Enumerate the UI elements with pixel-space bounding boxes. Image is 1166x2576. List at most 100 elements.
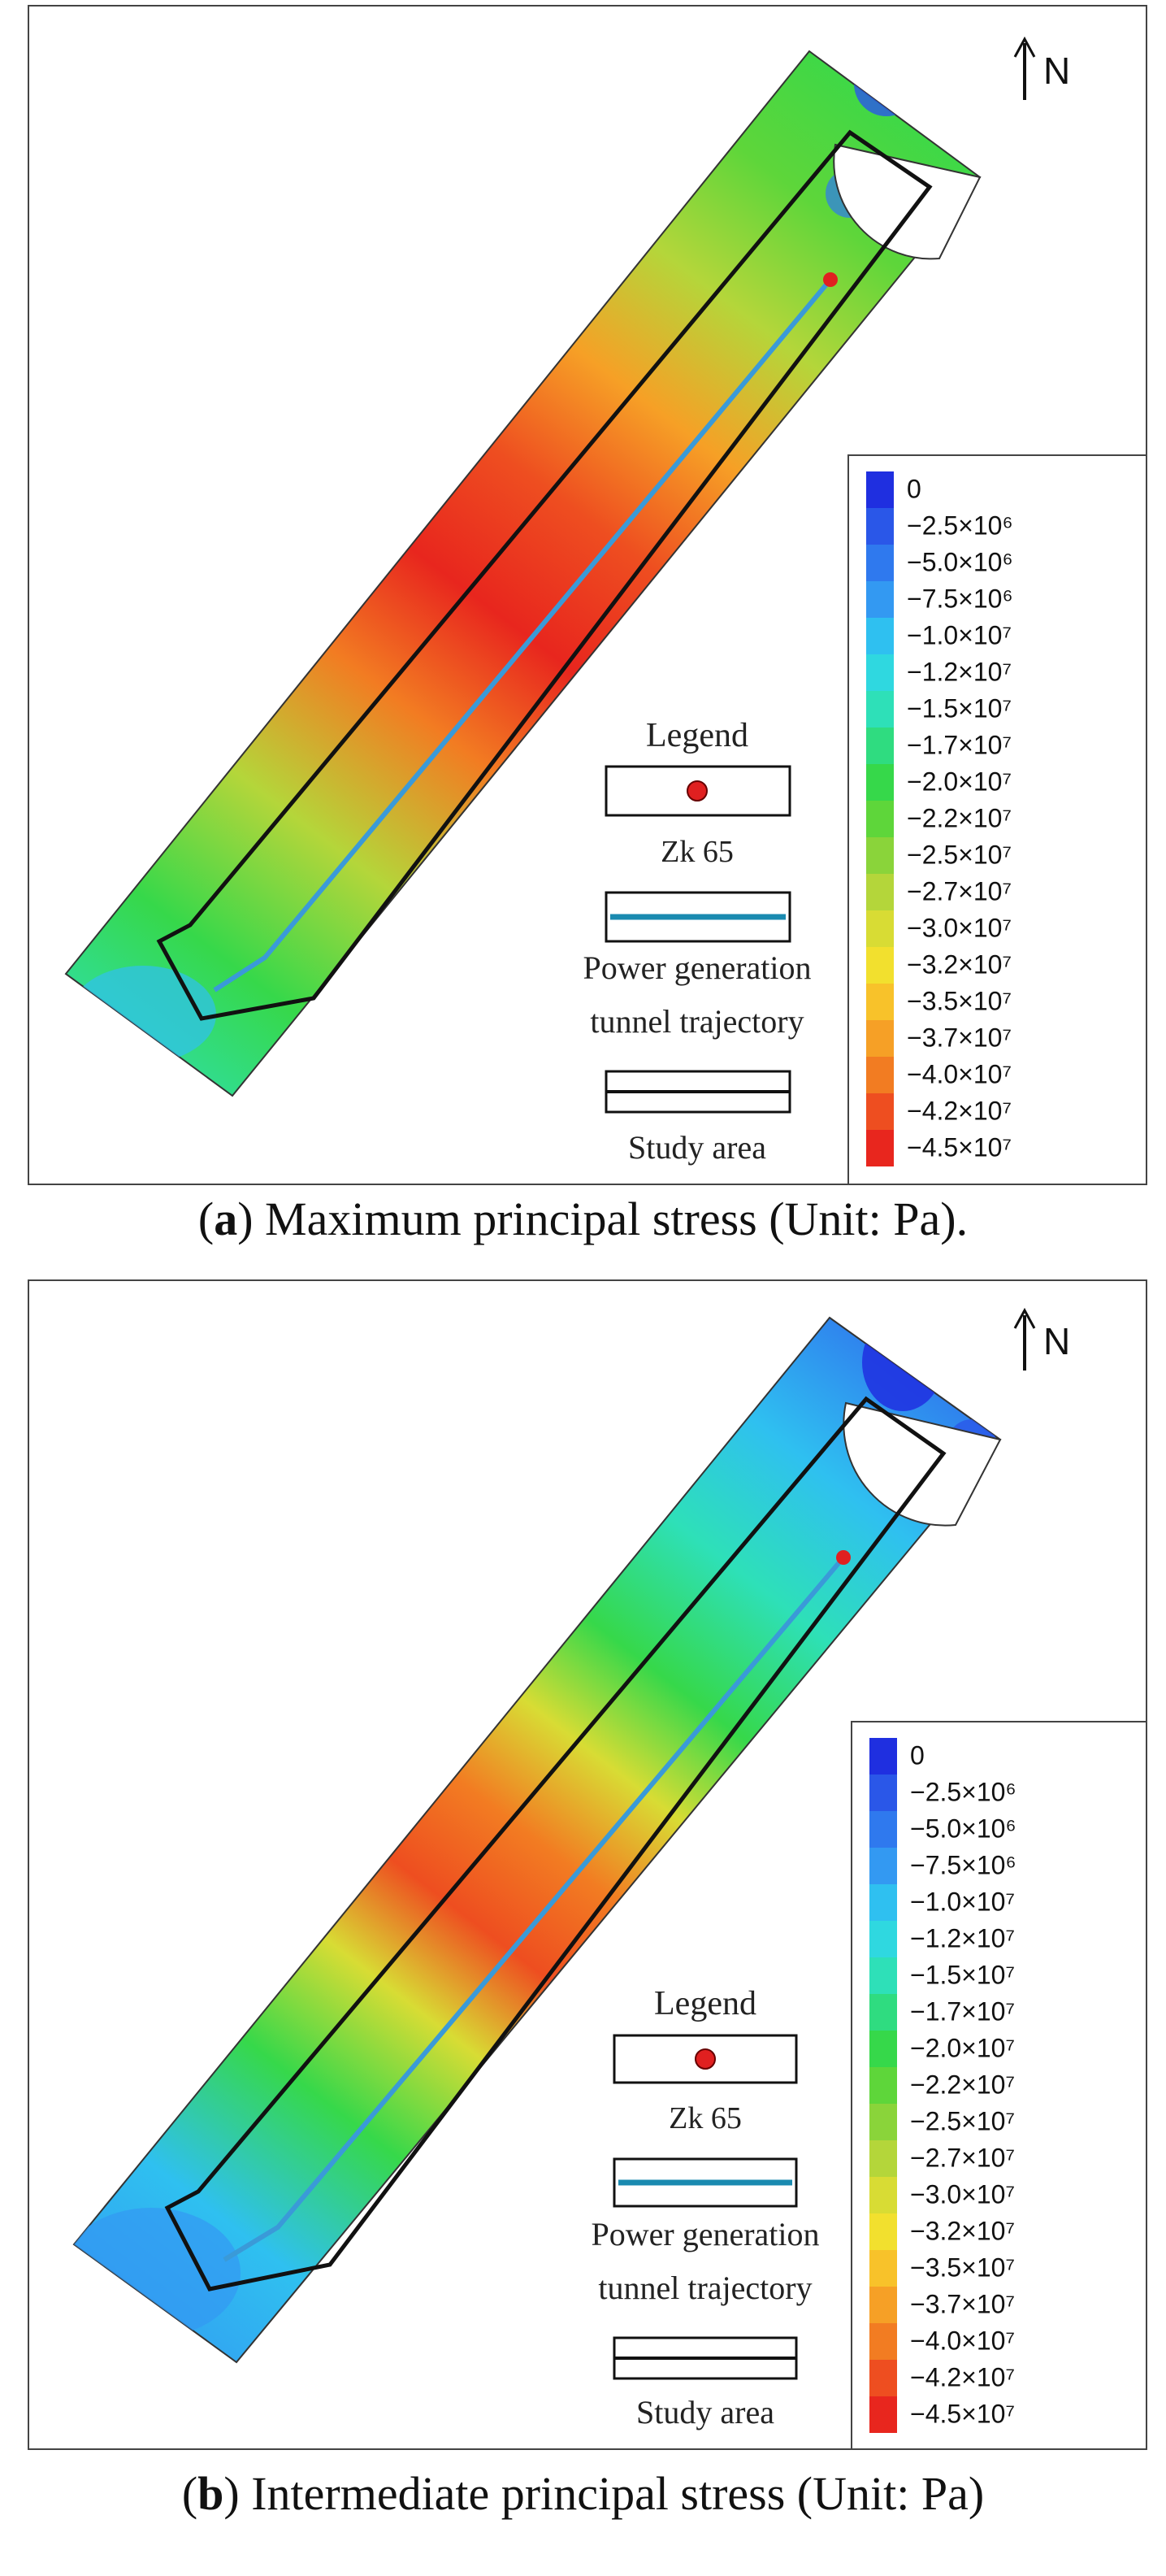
scale-label: −4.2×10⁷ — [910, 2362, 1015, 2391]
scale-swatch — [866, 764, 894, 801]
legend-label-zk65-b: Zk 65 — [669, 2101, 742, 2135]
scale-swatch — [869, 2177, 897, 2213]
scale-label: −7.5×10⁶ — [907, 584, 1013, 613]
scale-label: −2.7×10⁷ — [907, 876, 1012, 906]
scale-label: −2.0×10⁷ — [907, 767, 1012, 796]
scale-label: −1.2×10⁷ — [910, 1923, 1015, 1953]
stress-contour-figure-a: N Legend Zk 65 Power generation tunnel t… — [64, 36, 1146, 1184]
excavation-cavity-a — [833, 143, 982, 260]
scale-swatch — [866, 1057, 894, 1093]
scale-label: −2.5×10⁷ — [907, 840, 1012, 869]
scale-swatch — [869, 1957, 897, 1994]
scale-label: −3.5×10⁷ — [907, 986, 1012, 1015]
scale-swatch — [866, 874, 894, 910]
model-domain-a — [64, 50, 982, 1097]
study-area-outline-a — [156, 129, 933, 1021]
scale-swatch — [866, 654, 894, 691]
panel-a-max-principal-stress: N Legend Zk 65 Power generation tunnel t… — [28, 5, 1147, 1185]
scale-swatch — [869, 2250, 897, 2287]
scale-label: −3.0×10⁷ — [907, 913, 1012, 942]
scale-swatch — [866, 947, 894, 984]
legend-title-b: Legend — [654, 1985, 756, 2022]
scale-swatch — [869, 1994, 897, 2031]
north-arrow-a — [1013, 36, 1036, 100]
scale-label: −1.5×10⁷ — [907, 693, 1012, 723]
scale-label: −2.5×10⁷ — [910, 2106, 1015, 2135]
scale-swatch — [869, 2323, 897, 2360]
scale-label: −2.2×10⁷ — [907, 803, 1012, 832]
scale-swatch — [869, 2396, 897, 2433]
color-scale-a: 0−2.5×10⁶−5.0×10⁶−7.5×10⁶−1.0×10⁷−1.2×10… — [866, 471, 1013, 1166]
scale-label: −2.5×10⁶ — [907, 510, 1013, 540]
scale-swatch — [866, 581, 894, 618]
scale-label: 0 — [907, 474, 921, 503]
scale-swatch — [866, 618, 894, 654]
model-domain-b — [72, 1316, 1002, 2364]
scale-swatch — [869, 2140, 897, 2177]
scale-label: −2.5×10⁶ — [910, 1777, 1016, 1806]
scale-swatch — [869, 2031, 897, 2067]
scale-label: −1.0×10⁷ — [910, 1887, 1015, 1916]
scale-swatch — [869, 1775, 897, 1811]
scale-swatch — [869, 2067, 897, 2104]
scale-label: −3.2×10⁷ — [910, 2216, 1015, 2245]
scale-label: −3.5×10⁷ — [910, 2252, 1015, 2282]
scale-swatch — [869, 1738, 897, 1775]
excavation-cavity-b — [843, 1401, 1002, 1527]
scale-label: 0 — [910, 1740, 925, 1770]
scale-label: −3.7×10⁷ — [907, 1023, 1012, 1052]
legend-label-trajectory-1-a: Power generation — [583, 949, 811, 986]
scale-label: −1.7×10⁷ — [907, 730, 1012, 759]
scale-label: −2.7×10⁷ — [910, 2143, 1015, 2172]
study-area-outline-b — [164, 1396, 947, 2291]
scale-swatch — [869, 1884, 897, 1921]
north-label-a: N — [1043, 50, 1070, 92]
tunnel-trajectory-line-a — [213, 278, 833, 993]
legend-label-trajectory-2-b: tunnel trajectory — [598, 2270, 812, 2306]
scale-label: −4.2×10⁷ — [907, 1096, 1012, 1125]
scale-label: −4.5×10⁷ — [910, 2399, 1015, 2428]
scale-label: −1.7×10⁷ — [910, 1996, 1015, 2026]
scale-swatch — [866, 728, 894, 764]
scale-swatch — [866, 471, 894, 508]
scale-swatch — [866, 1020, 894, 1057]
caption-letter-a: a — [214, 1192, 238, 1245]
scale-swatch — [869, 1811, 897, 1848]
tunnel-trajectory-line-b — [223, 1556, 846, 2262]
scale-label: −1.0×10⁷ — [907, 620, 1012, 649]
color-scale-b: 0−2.5×10⁶−5.0×10⁶−7.5×10⁶−1.0×10⁷−1.2×10… — [869, 1738, 1016, 2433]
scale-swatch — [866, 508, 894, 545]
legend-label-study-area-a: Study area — [628, 1129, 766, 1166]
legend-label-study-area-b: Study area — [636, 2394, 774, 2430]
panel-b-intermediate-principal-stress: N Legend Zk 65 Power generation tunnel t… — [28, 1279, 1147, 2450]
scale-swatch — [866, 837, 894, 874]
scale-label: −2.0×10⁷ — [910, 2033, 1015, 2062]
legend-label-trajectory-1-b: Power generation — [591, 2216, 819, 2252]
scale-swatch — [866, 691, 894, 728]
scale-swatch — [869, 2213, 897, 2250]
scale-swatch — [866, 545, 894, 581]
scale-swatch — [866, 1093, 894, 1130]
scale-label: −3.2×10⁷ — [907, 949, 1012, 979]
scale-swatch — [869, 2104, 897, 2140]
zk65-marker-a — [823, 272, 838, 287]
scale-label: −4.5×10⁷ — [907, 1132, 1012, 1162]
scale-label: −1.5×10⁷ — [910, 1960, 1015, 1989]
scale-label: −4.0×10⁷ — [907, 1059, 1012, 1088]
north-arrow-b — [1013, 1307, 1036, 1371]
scale-label: −4.0×10⁷ — [910, 2326, 1015, 2355]
scale-swatch — [869, 1848, 897, 1884]
caption-b: (b) Intermediate principal stress (Unit:… — [181, 2467, 985, 2520]
color-scale-box-a — [847, 454, 1146, 1184]
scale-label: −3.0×10⁷ — [910, 2179, 1015, 2209]
legend-label-trajectory-2-a: tunnel trajectory — [590, 1003, 804, 1040]
legend-title-a: Legend — [646, 717, 748, 754]
legend-swatch-zk65-a — [605, 765, 791, 817]
scale-label: −3.7×10⁷ — [910, 2289, 1015, 2318]
caption-text-b: ) Intermediate principal stress (Unit: P… — [223, 2467, 985, 2520]
caption-a: (a) Maximum principal stress (Unit: Pa). — [197, 1192, 969, 1245]
scale-swatch — [869, 2360, 897, 2396]
scale-swatch — [866, 801, 894, 837]
scale-label: −7.5×10⁶ — [910, 1850, 1016, 1879]
scale-swatch — [869, 1921, 897, 1957]
